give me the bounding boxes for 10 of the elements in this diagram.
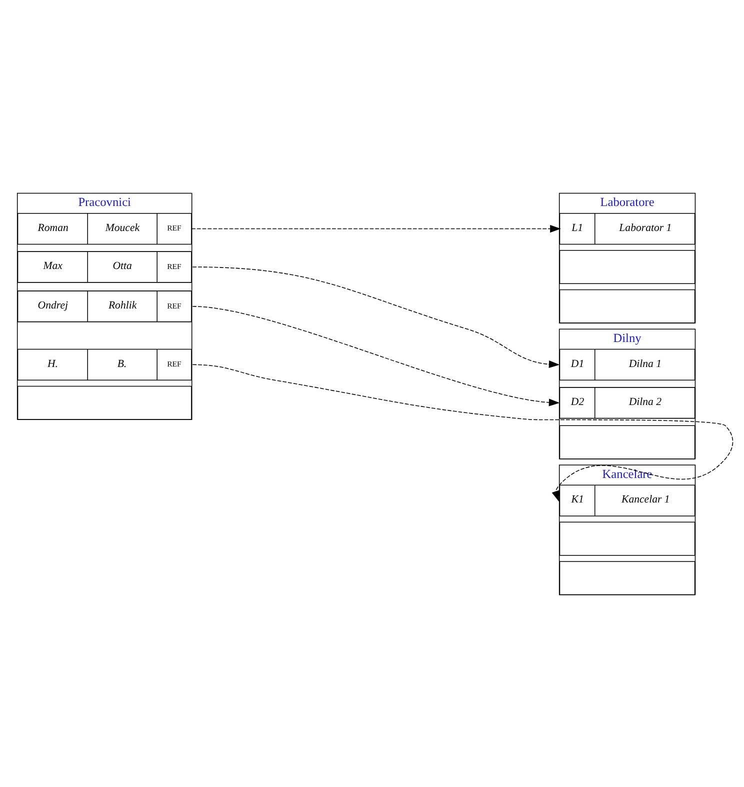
node-box [559,424,696,459]
arrow [192,305,560,406]
arrow [192,364,734,502]
node-box [559,288,696,323]
node-box [559,521,696,556]
node-box [559,560,696,595]
arrow [191,224,561,232]
node-box [17,385,192,420]
node-box [559,250,696,284]
arrow [192,266,560,368]
